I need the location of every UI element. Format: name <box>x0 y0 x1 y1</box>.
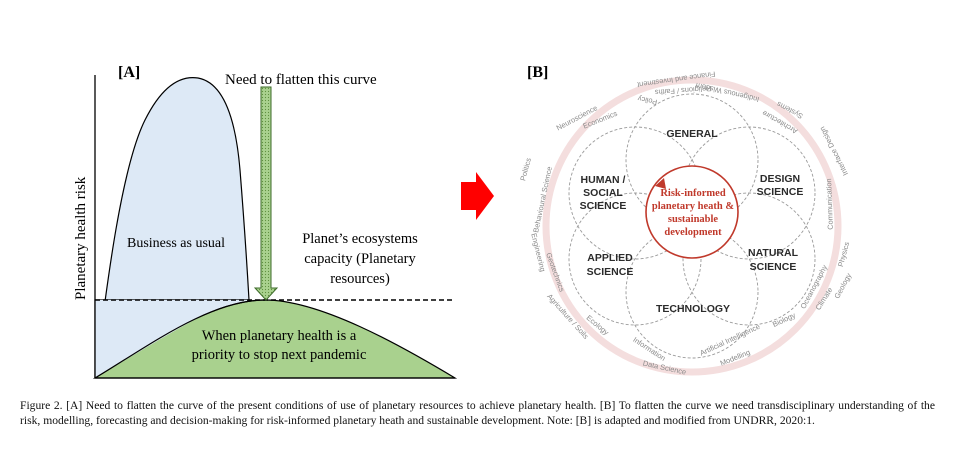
ring-word: Communication <box>824 178 835 230</box>
ring-word: Religions / Faiths <box>654 84 711 97</box>
ring-word: Policy <box>637 94 658 107</box>
petal-general: GENERAL <box>666 128 718 140</box>
svg-text:Risk-informed: Risk-informed <box>660 188 725 199</box>
svg-text:sustainable: sustainable <box>668 214 719 225</box>
petal-human-3: SCIENCE <box>580 200 627 212</box>
panel-a: [A] Need to flatten this curve Planetary… <box>73 64 458 379</box>
ring-word: Biology <box>771 310 797 329</box>
petal-design-1: DESIGN <box>760 173 800 185</box>
petal-labels: GENERAL DESIGN SCIENCE NATURAL SCIENCE T… <box>580 128 804 315</box>
capacity-label-3: resources) <box>330 271 390 287</box>
ring-word: Interface Design <box>818 125 850 177</box>
red-arrow-icon <box>461 172 494 220</box>
ring-word: Geology <box>832 271 853 300</box>
petal-natural-2: SCIENCE <box>750 261 797 273</box>
petal-applied-2: SCIENCE <box>587 266 634 278</box>
petal-human-1: HUMAN / <box>581 174 626 186</box>
ring-word: Data Science <box>642 359 687 377</box>
svg-text:planetary heath &: planetary heath & <box>652 201 735 212</box>
panel-a-label: [A] <box>118 64 140 81</box>
center-circle <box>645 165 739 259</box>
petal-natural-1: NATURAL <box>748 247 799 259</box>
figure-caption: Figure 2. [A] Need to flatten the curve … <box>20 399 935 427</box>
outer-ring <box>542 76 842 376</box>
ring-word: Artificial Intelligence <box>698 322 761 358</box>
business-label: Business as usual <box>127 236 225 251</box>
y-axis-label: Planetary health risk <box>73 176 89 300</box>
business-as-usual-lower <box>95 300 249 378</box>
center-arrowhead-icon <box>655 178 666 189</box>
ring-word: Geotechnics <box>544 251 567 293</box>
green-label-1: When planetary health is a <box>202 328 357 344</box>
green-label-2: priority to stop next pandemic <box>192 347 367 363</box>
capacity-label-2: capacity (Planetary <box>304 251 416 267</box>
ring-word: Politics <box>518 157 533 182</box>
panel-b-label: [B] <box>527 64 548 81</box>
capacity-label-1: Planet’s ecosystems <box>302 231 418 247</box>
business-as-usual-curve <box>94 76 250 379</box>
petal-human-2: SOCIAL <box>583 187 623 199</box>
petal-applied-1: APPLIED <box>587 252 633 264</box>
flatten-arrow <box>253 86 279 301</box>
petal-design-2: SCIENCE <box>757 186 804 198</box>
center-text: Risk-informed planetary heath & sustaina… <box>652 188 735 238</box>
svg-text:development: development <box>664 227 722 238</box>
arrow-label: Need to flatten this curve <box>225 72 377 88</box>
petal-technology: TECHNOLOGY <box>656 303 730 315</box>
panel-b: [B] Risk-informed planetary heath & sust… <box>518 64 853 377</box>
